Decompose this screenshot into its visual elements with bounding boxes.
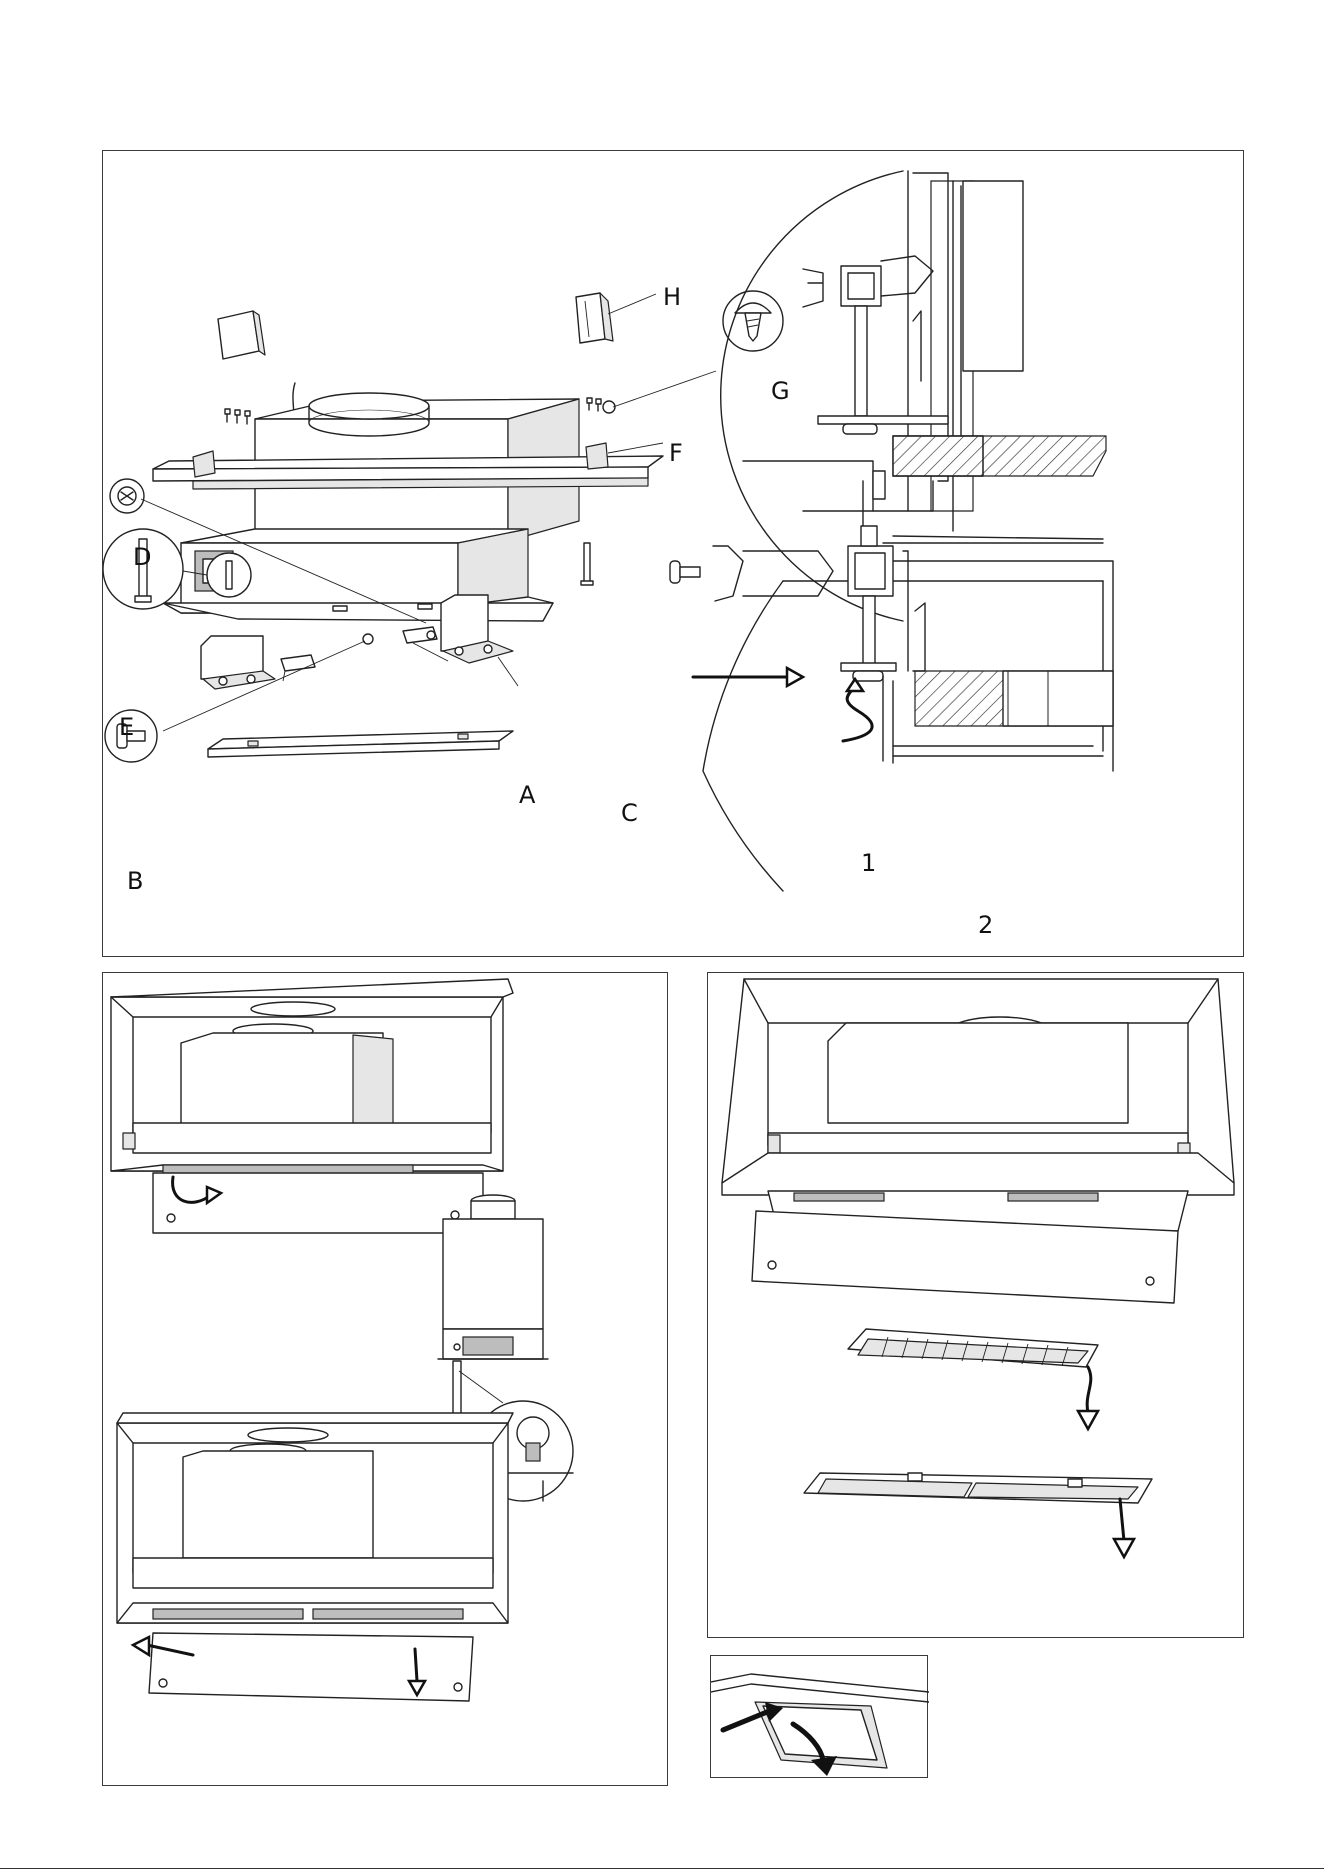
installation-diagram	[103, 151, 1245, 958]
arrow-icon	[723, 1712, 767, 1730]
curved-arrow-icon	[843, 686, 872, 741]
step-2-label: 2	[978, 913, 993, 937]
screws-row-right	[587, 398, 615, 413]
cabinet-with-filters	[722, 979, 1234, 1303]
label-A: A	[519, 783, 535, 807]
label-G: G	[771, 379, 790, 403]
label-H: H	[663, 285, 681, 309]
carbon-filter-icon	[804, 1473, 1152, 1557]
spacer-block-H	[576, 293, 613, 343]
cabinet-open-lower	[117, 1413, 513, 1701]
motor-unit	[438, 1195, 548, 1421]
label-B: B	[127, 869, 143, 893]
page-footer-rule	[0, 1868, 1324, 1873]
loose-pin	[581, 543, 593, 585]
cabinet-open-upper	[111, 979, 513, 1233]
label-E: E	[119, 715, 134, 739]
label-C: C	[621, 801, 638, 825]
label-F: F	[669, 441, 683, 465]
small-screw	[363, 634, 373, 644]
front-panel-removal-panel	[102, 972, 668, 1786]
loose-screw	[670, 561, 700, 583]
screws-row-left	[225, 409, 250, 424]
label-D: D	[133, 545, 151, 569]
part-D-fastener	[110, 479, 144, 513]
front-panel	[208, 731, 513, 757]
installation-diagram-panel: H G F D E A C B 1 2	[102, 150, 1244, 957]
spacer-block-left	[218, 311, 265, 359]
step-1-label: 1	[861, 851, 876, 875]
grease-filter-icon	[848, 1329, 1098, 1429]
part-G-screw-detail	[723, 291, 783, 351]
bracket-left	[201, 636, 275, 689]
front-panel-removal-diagram	[103, 973, 669, 1787]
lamp-cover-diagram	[711, 1656, 929, 1779]
clamp-fitting-detail	[670, 526, 1113, 891]
lamp-cover-panel	[710, 1655, 928, 1778]
filter-removal-diagram	[708, 973, 1245, 1639]
filter-removal-panel	[707, 972, 1244, 1638]
